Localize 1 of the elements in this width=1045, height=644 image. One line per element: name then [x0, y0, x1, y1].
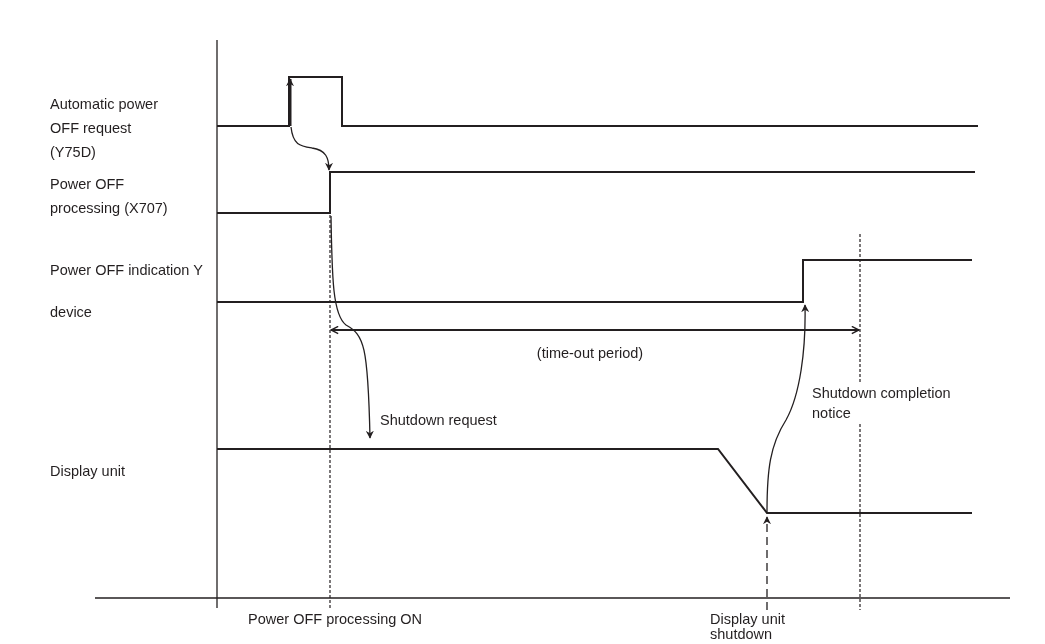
annotation-text: Shutdown completion notice [812, 383, 952, 423]
